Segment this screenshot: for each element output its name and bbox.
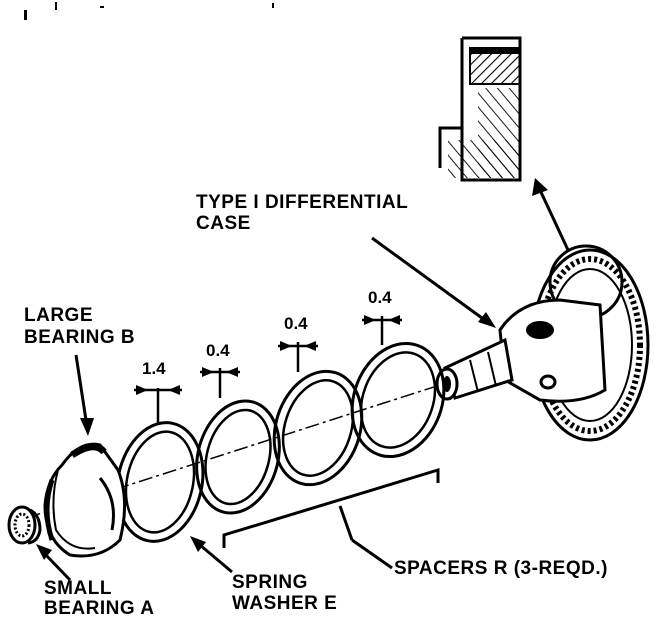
case-label-line1: TYPE I DIFFERENTIAL: [196, 192, 409, 213]
spacers-bracket: [222, 467, 440, 570]
spacer-3-thickness: 0.4: [368, 288, 392, 307]
large-bearing-b: [43, 442, 127, 558]
large-bearing-label-line2: BEARING B: [24, 327, 136, 348]
gear-tooth-detail-inset: [438, 36, 522, 182]
scan-marks: [24, 2, 274, 20]
case-leader: [371, 236, 483, 320]
differential-case: [435, 244, 650, 442]
case-label-line2: CASE: [196, 213, 251, 234]
spacer-2: [272, 369, 364, 487]
small-bearing-label-line1: SMALL: [44, 578, 112, 599]
spacer-2-thickness: 0.4: [284, 314, 308, 333]
spring-washer-label-line1: SPRING: [232, 572, 308, 593]
spring-washer-label-line2: WASHER E: [232, 593, 338, 614]
spring-washer-thickness: 1.4: [142, 359, 166, 378]
thickness-markers: [134, 315, 402, 425]
center-axis: [19, 384, 441, 521]
component-leaders: [36, 354, 233, 582]
large-bearing-label-line1: LARGE: [24, 305, 93, 326]
spacer-3: [350, 341, 446, 459]
detail-arrow: [532, 178, 570, 251]
small-bearing-a: [7, 505, 42, 545]
small-bearing-label-line2: BEARING A: [44, 598, 155, 619]
spacer-1-thickness: 0.4: [206, 341, 230, 360]
case-leader-arrowhead: [478, 312, 496, 328]
spacers-label: SPACERS R (3-REQD.): [394, 558, 608, 579]
